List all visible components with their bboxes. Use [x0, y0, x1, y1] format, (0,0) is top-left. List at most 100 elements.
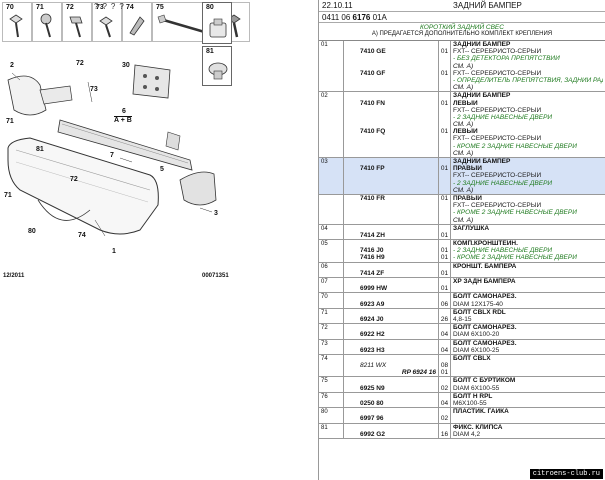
part-code[interactable]: 7410 FQ	[360, 128, 386, 136]
part-description	[453, 232, 603, 239]
part-quantity: 04	[440, 400, 449, 407]
part-description: - 2 ЗАДНИЕ НАВЕСНЫЕ ДВЕРИ	[453, 179, 553, 187]
part-ref-number: 81	[319, 423, 344, 438]
part-description: СМ. А)	[453, 121, 474, 129]
callout-label: A + B	[114, 116, 132, 124]
fastener-cell[interactable]: 72	[62, 2, 92, 42]
part-quantity	[439, 150, 450, 157]
part-code[interactable]: 7410 GF	[360, 69, 386, 77]
part-quantity: 01	[440, 69, 449, 77]
part-code	[346, 150, 436, 157]
fastener-cell[interactable]: 71	[32, 2, 62, 42]
part-code	[346, 355, 436, 362]
part-ref-number: 03	[319, 158, 344, 194]
part-quantity	[439, 309, 450, 316]
part-quantity	[439, 172, 450, 179]
part-code[interactable]: 6923 H3	[360, 346, 385, 354]
part-code[interactable]: 7410 GE	[360, 48, 386, 56]
fastener-cell[interactable]: 80	[202, 2, 232, 44]
part-ref-number: 71	[319, 308, 344, 324]
part-ref-number: 72	[319, 324, 344, 339]
part-code-column: 6997 96	[344, 408, 439, 423]
part-code[interactable]: 7410 FN	[360, 99, 385, 107]
part-code-column: 7414 ZF	[344, 262, 439, 277]
part-code[interactable]: 8211 WX	[360, 362, 387, 370]
fastener-cell[interactable]: 73	[92, 2, 122, 42]
part-quantity: 01	[440, 194, 449, 202]
part-code[interactable]: 7410 FR	[360, 194, 385, 202]
fastener-cell[interactable]: 74	[122, 2, 152, 42]
part-code[interactable]: 0250 80	[360, 400, 384, 407]
fastener-number: 70	[6, 4, 14, 11]
part-code-column: 7410 FN 7410 FQ	[344, 92, 439, 157]
part-code[interactable]: 6923 A9	[360, 300, 385, 308]
part-description: БОЛТ САМОНАРЕЗ.	[453, 293, 517, 301]
part-code	[346, 377, 436, 384]
callout-label: 80	[28, 228, 36, 235]
part-code[interactable]: 6999 HW	[360, 285, 388, 293]
part-code-column: 6999 HW	[344, 278, 439, 293]
fastener-number: 72	[66, 4, 74, 11]
part-code[interactable]: 7414 ZH	[360, 231, 385, 239]
part-code	[346, 41, 436, 48]
part-code	[346, 172, 436, 179]
part-quantity: 01	[440, 99, 449, 107]
part-quantity	[439, 217, 450, 224]
part-code[interactable]: 6924 J0	[360, 315, 384, 323]
fastener-cell[interactable]: 81	[202, 46, 232, 86]
note-black: А) ПРЕДАГАЕТСЯ ДОПОЛНИТЕЛЬНО КОМПЛЕКТ КР…	[371, 31, 553, 37]
part-code-column: 7410 FP	[344, 158, 439, 194]
part-code[interactable]: 6992 G2	[360, 430, 385, 438]
part-code[interactable]: 7416 J0	[360, 247, 384, 255]
fastener-cell[interactable]: 70	[2, 2, 32, 42]
catalog-date: 22.10.11	[322, 1, 353, 10]
table-header: 22.10.11 ЗАДНИЙ БАМПЕР	[319, 0, 605, 12]
callout-label: 2	[10, 62, 14, 69]
part-code[interactable]: 6922 H2	[360, 331, 385, 339]
part-code[interactable]: 7416 H9	[360, 254, 385, 262]
part-code[interactable]: RP 6924 16	[401, 369, 436, 377]
part-code	[346, 158, 436, 165]
part-code	[346, 209, 436, 216]
part-code	[346, 202, 436, 209]
zoom-reset-icon[interactable]: ?	[119, 2, 124, 11]
part-code-column: 6923 A9	[344, 293, 439, 308]
part-code[interactable]: 7410 FP	[360, 165, 385, 173]
part-quantity	[439, 107, 450, 114]
part-code[interactable]: 6997 96	[360, 415, 384, 423]
zoom-out-icon[interactable]: ?	[102, 2, 107, 11]
zoom-fit-icon[interactable]: ?	[110, 2, 116, 11]
part-description: БОЛТ H RPL	[453, 392, 493, 400]
part-description: - БЕЗ ДЕТЕКТОРА ПРЕПЯТСТВИЙ	[453, 55, 560, 63]
zoom-in-icon[interactable]: ?	[94, 2, 99, 11]
part-quantity	[439, 278, 450, 285]
part-desc-column: ЗАГЛУШКА	[451, 225, 605, 239]
part-code-column: 7410 GE 7410 GF	[344, 41, 439, 92]
note-green: КОРОТКИЙ ЗАДНИЙ СВЕС	[420, 24, 504, 31]
part-code[interactable]: 6925 N9	[360, 384, 385, 392]
pane-divider[interactable]	[318, 0, 319, 480]
part-code-column: 6922 H2	[344, 324, 439, 339]
part-code[interactable]: 7414 ZF	[360, 269, 385, 277]
part-code-column: 8211 WX RP 6924 16	[344, 354, 439, 377]
part-code	[346, 293, 436, 300]
